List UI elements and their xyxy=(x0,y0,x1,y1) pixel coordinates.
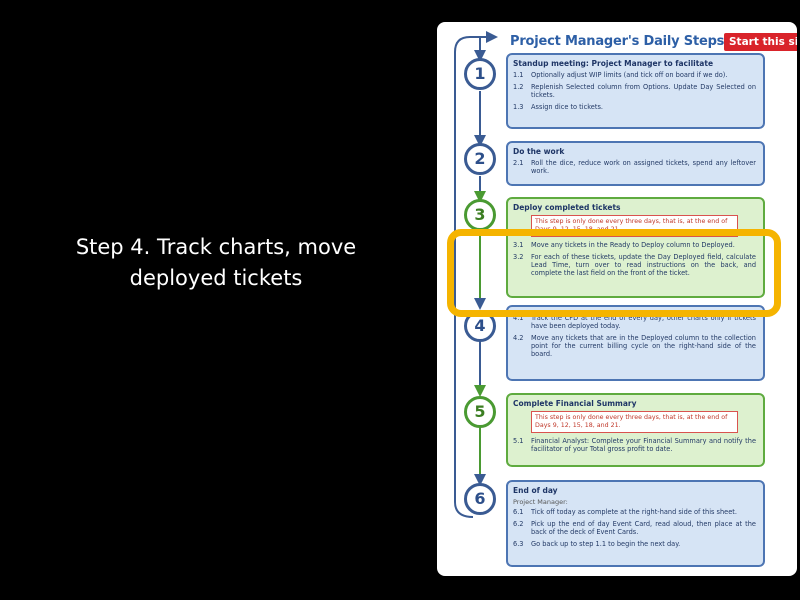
step-1-box: Standup meeting: Project Manager to faci… xyxy=(506,53,765,129)
step-6-circle: 6 xyxy=(464,483,496,515)
step-3-box: Deploy completed tickets This step is on… xyxy=(506,197,765,298)
step-title: Do the work xyxy=(513,147,565,156)
caption-line-2: deployed tickets xyxy=(129,266,303,290)
daily-steps-sheet: Project Manager's Daily Steps Start this… xyxy=(437,22,797,576)
step-note: Project Manager: xyxy=(513,498,568,506)
highlight-frame xyxy=(447,229,781,317)
step-1-circle: 1 xyxy=(464,58,496,90)
step-2-circle: 2 xyxy=(464,143,496,175)
sheet-title: Project Manager's Daily Steps xyxy=(510,34,725,49)
flow-arrows xyxy=(454,31,498,518)
caption-line-1: Step 4. Track charts, move xyxy=(75,235,357,259)
step-title: Complete Financial Summary xyxy=(513,399,637,408)
step-3-circle: 3 xyxy=(464,199,496,231)
step-5-circle: 5 xyxy=(464,396,496,428)
step-title: End of day xyxy=(513,486,558,495)
step-title: Standup meeting: Project Manager to faci… xyxy=(513,59,714,68)
step-title: Deploy completed tickets xyxy=(513,203,621,212)
start-badge: Start this side xyxy=(724,33,797,51)
step-warning: This step is only done every three days,… xyxy=(531,411,738,433)
step-5-box: Complete Financial Summary This step is … xyxy=(506,393,765,467)
slide-caption: Step 4. Track charts, move deployed tick… xyxy=(30,232,402,294)
